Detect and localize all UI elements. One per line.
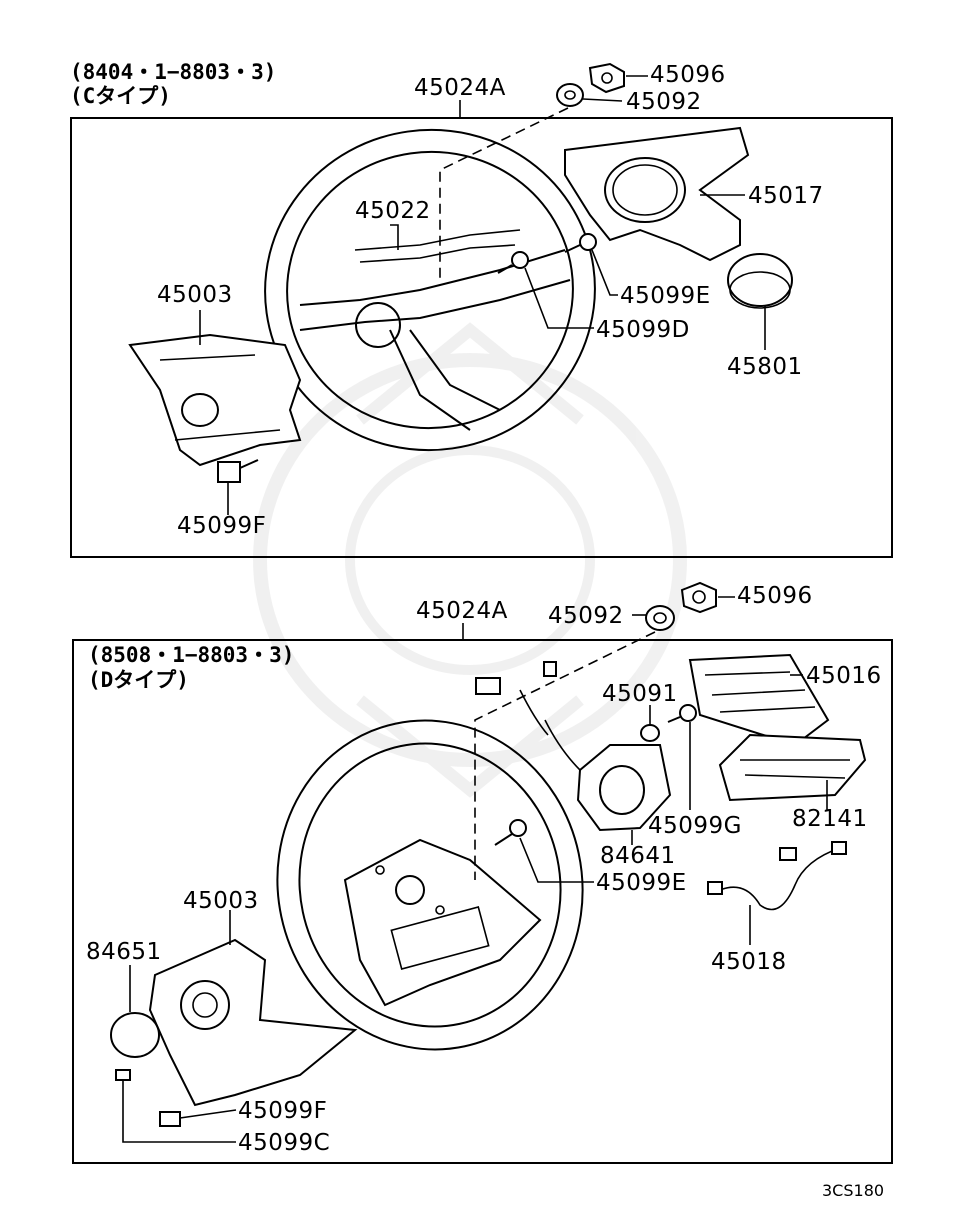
panel-d-date-range: (8508・1−8803・3): [88, 643, 294, 667]
label-45092-c: 45092: [626, 89, 702, 115]
label-84651: 84651: [86, 939, 162, 965]
switch-82141: [718, 733, 867, 802]
leader-45099E-c: [591, 249, 618, 296]
label-45091: 45091: [602, 681, 678, 707]
leader-45092-c: [582, 98, 623, 102]
label-45099C-d: 45099C: [238, 1130, 330, 1156]
leader-45099C-d: [122, 1080, 236, 1143]
panel-c-type-label: (Cタイプ): [70, 84, 171, 108]
horn-pad-45801: [727, 253, 793, 309]
label-45018: 45018: [711, 949, 787, 975]
panel-c-frame: [70, 117, 893, 558]
screw-45099E-d: [494, 819, 527, 846]
label-45092-d: 45092: [548, 603, 624, 629]
bolt-45099F-d: [159, 1111, 181, 1127]
screw-45099G: [667, 704, 697, 723]
screw-45099D-c: [497, 251, 529, 274]
steering-wheel-d: [276, 719, 584, 1051]
figure-code: 3CS180: [822, 1181, 884, 1200]
horn-cover-45017: [564, 126, 750, 262]
bolt-45099F-c: [217, 459, 259, 483]
label-45016: 45016: [806, 663, 882, 689]
washer-45092-c: [556, 83, 584, 107]
label-84641: 84641: [600, 843, 676, 869]
label-45099D-c: 45099D: [596, 317, 690, 343]
label-45003-d: 45003: [183, 888, 259, 914]
label-82141: 82141: [792, 806, 868, 832]
wire-harness-45018: [707, 841, 847, 911]
bolt-45099C-d: [115, 1069, 131, 1081]
label-45017: 45017: [748, 183, 824, 209]
hub-45003-d: [148, 938, 358, 1107]
panel-c-date-range: (8404・1−8803・3): [70, 60, 276, 84]
label-45022: 45022: [355, 198, 431, 224]
label-45003-c: 45003: [157, 282, 233, 308]
washer-45092-d: [645, 605, 675, 631]
washer-45091: [640, 724, 660, 742]
label-45096-d: 45096: [737, 583, 813, 609]
screw-45099E-c: [564, 233, 597, 253]
ring-84651: [110, 1012, 160, 1058]
label-45024A-d: 45024A: [416, 598, 508, 624]
leader-washer-axis-d: [474, 631, 656, 880]
label-45099E-c: 45099E: [620, 283, 711, 309]
leader-45099F-d: [179, 1109, 237, 1119]
label-45099E-d: 45099E: [596, 870, 687, 896]
nut-45096-d: [680, 581, 717, 614]
label-45099F-d: 45099F: [238, 1098, 327, 1124]
leader-45022: [390, 224, 399, 250]
leader-washer-axis-c: [439, 107, 569, 280]
panel-d-type-label: (Dタイプ): [88, 668, 189, 692]
leader-45099D-c: [524, 267, 594, 329]
leader-45099E-d: [519, 837, 594, 883]
contact-plate-84641: [475, 661, 672, 832]
label-45099G: 45099G: [648, 813, 742, 839]
panel-d-frame: [72, 639, 893, 1164]
steering-wheel-c: [264, 128, 596, 452]
nut-45096-c: [588, 62, 625, 94]
label-45024A-c: 45024A: [414, 75, 506, 101]
label-45096-c: 45096: [650, 62, 726, 88]
label-45801: 45801: [727, 354, 803, 380]
hub-45003-c: [128, 333, 302, 467]
watermark-emblem: [253, 322, 687, 798]
label-45099F-c: 45099F: [177, 513, 266, 539]
horn-pad-45016: [688, 653, 830, 747]
